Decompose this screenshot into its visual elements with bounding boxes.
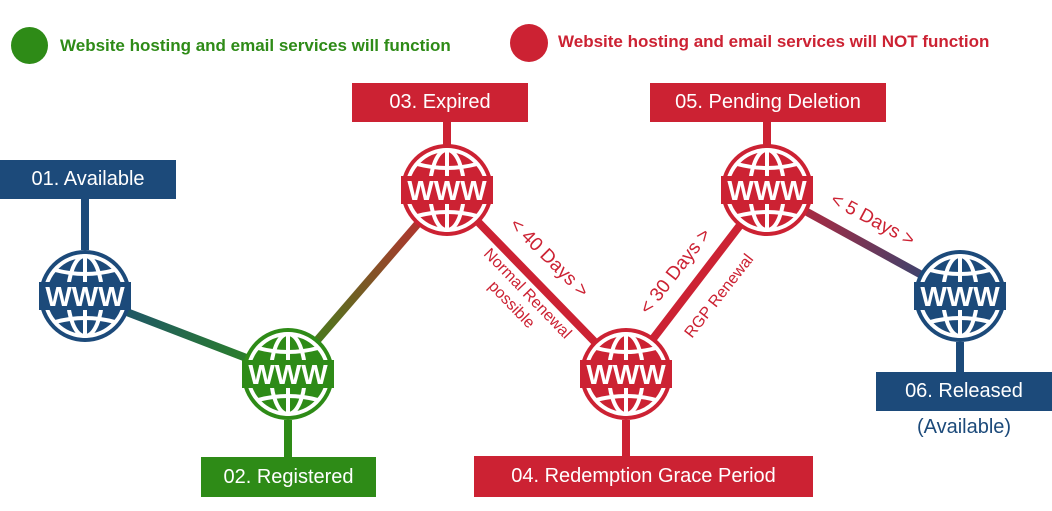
- stage-sublabel-released: (Available): [916, 416, 1012, 438]
- legend-functioning-text: Website hosting and email services will …: [60, 36, 451, 55]
- legend-red-dot: [510, 24, 548, 62]
- duration-5-days: < 5 Days >: [827, 189, 918, 251]
- stage-label-pending-deletion: 05. Pending Deletion: [650, 83, 886, 122]
- globe-pending-deletion-icon: [719, 142, 815, 238]
- globe-released-icon: [912, 248, 1008, 344]
- globe-registered-icon: [240, 326, 336, 422]
- stage-label-available: 01. Available: [0, 160, 176, 199]
- legend-not-functioning-text: Website hosting and email services will …: [558, 32, 990, 51]
- globe-available-icon: [37, 248, 133, 344]
- stage-label-expired: 03. Expired: [352, 83, 528, 122]
- legend-green-dot: [11, 27, 48, 64]
- stage-label-registered: 02. Registered: [201, 457, 376, 497]
- globe-expired-icon: [399, 142, 495, 238]
- stage-label-released: 06. Released: [876, 372, 1052, 411]
- globe-redemption-icon: [578, 326, 674, 422]
- stage-label-redemption: 04. Redemption Grace Period: [474, 456, 813, 497]
